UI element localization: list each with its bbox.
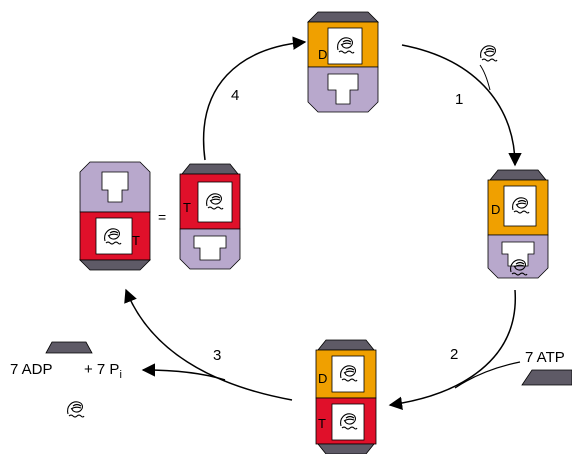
ring-open <box>487 234 549 279</box>
arrow-adp-output <box>141 363 226 381</box>
complex-left-open: T <box>79 161 151 271</box>
equals-sign: = <box>158 209 166 225</box>
ring-letter: T <box>132 233 140 248</box>
arrow-step-4 <box>202 36 307 161</box>
pi-text: + 7 P <box>84 361 120 378</box>
cap <box>489 169 547 181</box>
cap <box>317 443 375 454</box>
cavity-window <box>503 185 537 227</box>
ring-letter: D <box>491 202 500 217</box>
cap <box>181 163 239 175</box>
ring-open <box>79 161 151 213</box>
atp-cap-symbol <box>521 369 572 386</box>
cavity-window <box>331 403 365 441</box>
arrow-step-3 <box>124 288 293 401</box>
step-label-1: 1 <box>455 91 464 108</box>
cap <box>317 339 375 351</box>
ring-letter: D <box>318 47 327 62</box>
adp-output-label: 7 ADP <box>10 361 53 378</box>
ring-letter-t: T <box>318 416 326 431</box>
complex-right: D <box>487 169 549 279</box>
protein-free-top <box>480 45 498 62</box>
ring-letter: T <box>183 200 191 215</box>
protein-free-output <box>67 401 85 418</box>
cap <box>307 11 379 23</box>
atp-input-label: 7 ATP <box>525 349 565 366</box>
cap <box>79 259 151 271</box>
cavity-window <box>327 27 363 65</box>
ring-open <box>179 228 241 270</box>
complex-bottom: D T <box>315 339 377 454</box>
cavity-window <box>95 217 133 255</box>
pi-output-label: + 7 Pi <box>84 362 122 381</box>
complex-left-closed: T <box>179 163 241 270</box>
arrow-step-2 <box>388 289 516 410</box>
cavity-window <box>331 355 365 393</box>
adp-cap-symbol <box>45 341 93 354</box>
step-label-4: 4 <box>231 87 240 104</box>
step-label-2: 2 <box>450 346 459 363</box>
arrow-atp-input <box>454 361 521 389</box>
ring-open <box>307 66 379 113</box>
complex-top: D <box>307 11 379 113</box>
cavity-window <box>197 181 233 223</box>
arrow-step-1 <box>401 44 522 167</box>
ring-letter-d: D <box>318 371 327 386</box>
step-label-3: 3 <box>213 347 222 364</box>
pi-subscript: i <box>119 369 122 381</box>
protein-in-connector <box>479 64 491 91</box>
